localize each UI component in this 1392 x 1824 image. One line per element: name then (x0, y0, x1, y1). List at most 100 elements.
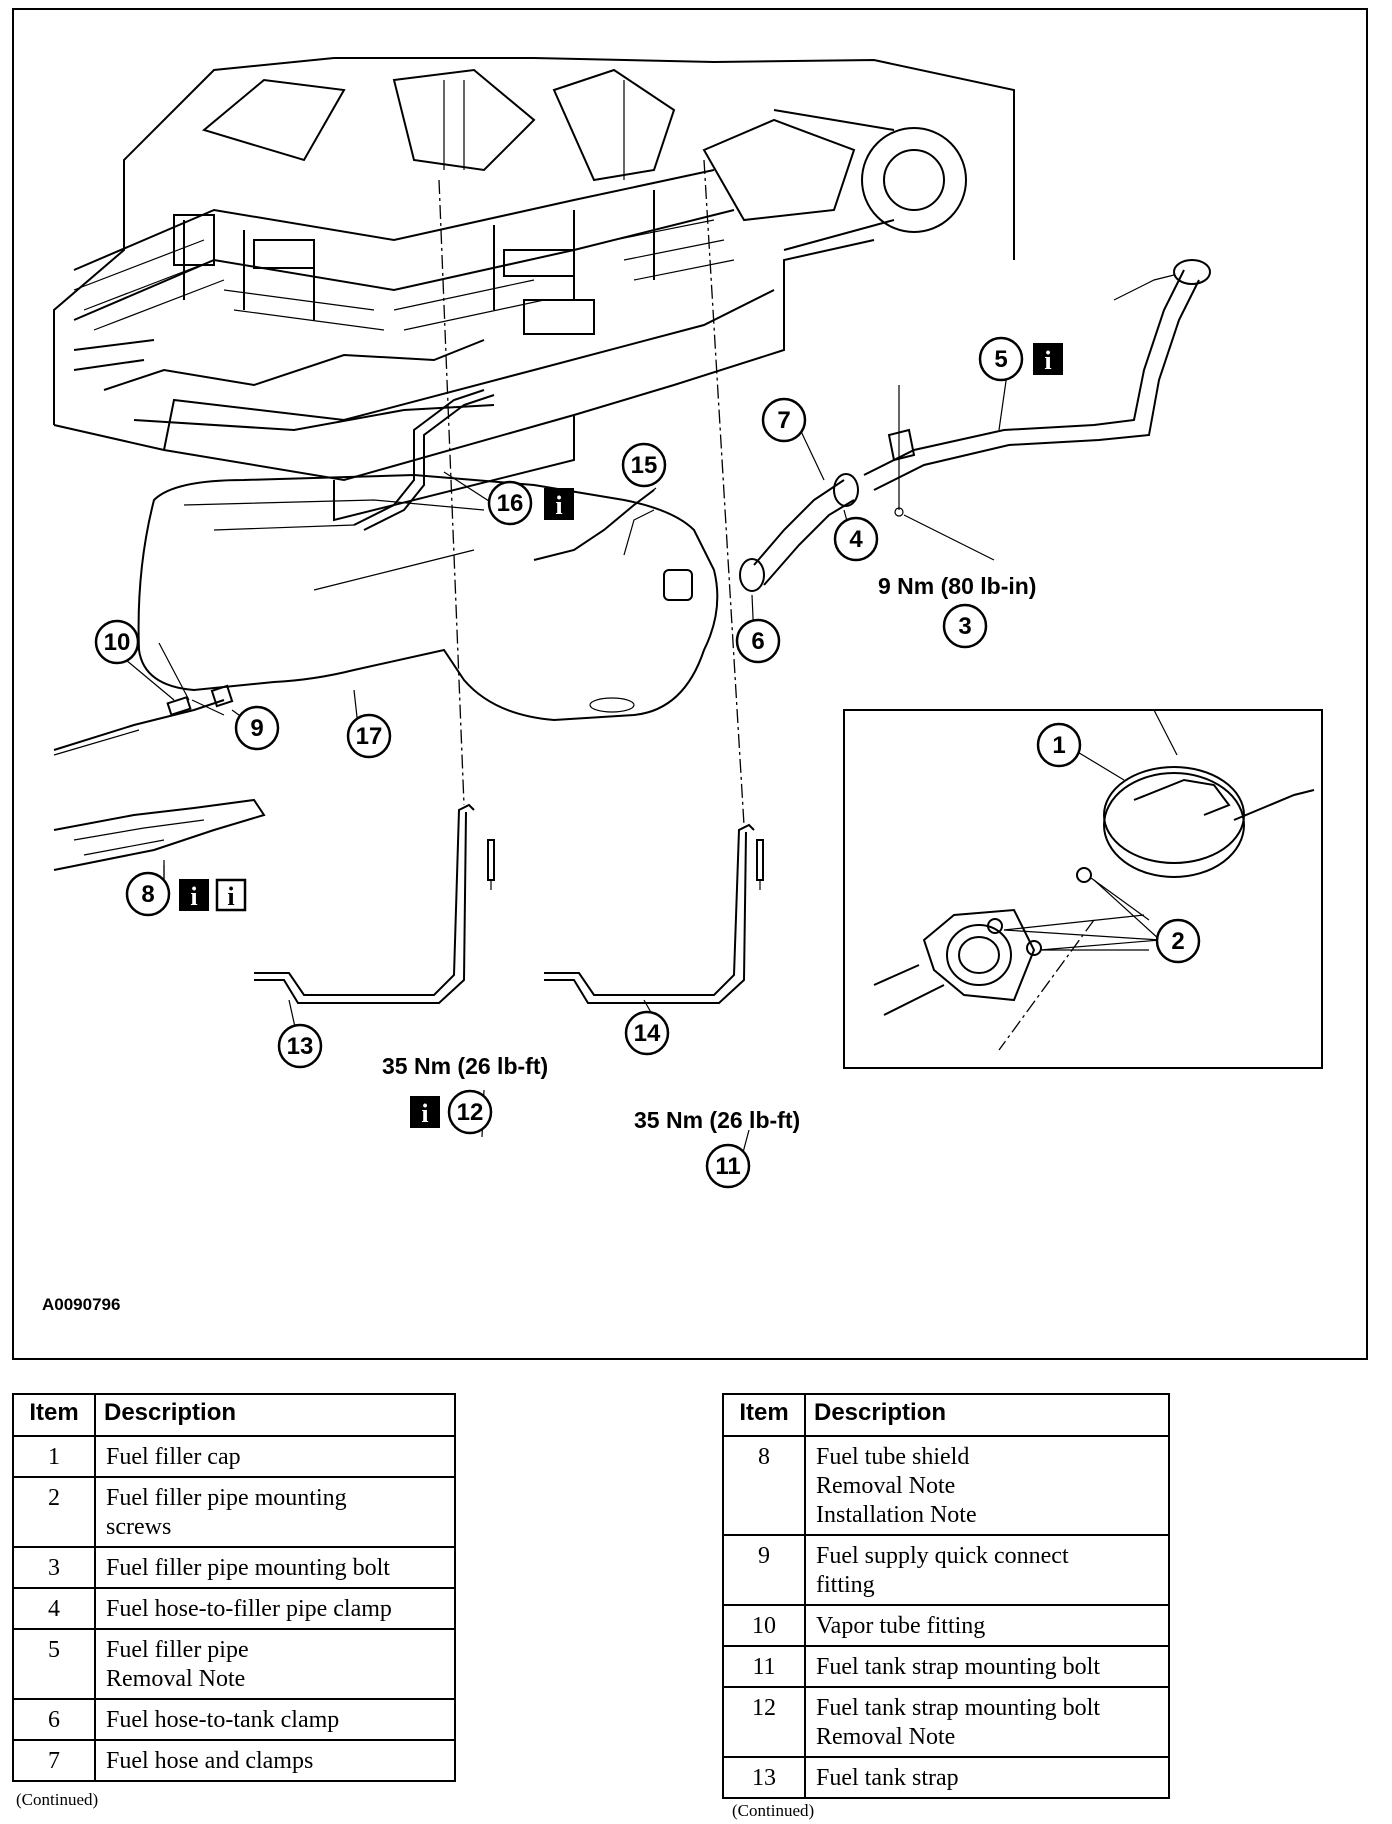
svg-text:9: 9 (250, 715, 263, 742)
item-number: 4 (12, 1587, 96, 1630)
svg-text:i: i (1044, 346, 1051, 375)
description-line: Removal Note (816, 1724, 956, 1750)
callout-16: 16 (487, 480, 533, 526)
info-icon: i (410, 1096, 440, 1128)
table-row: 10 Vapor tube fitting (722, 1604, 1170, 1647)
description-line: Fuel hose and clamps (106, 1748, 314, 1774)
description-line: Fuel tube shield (816, 1444, 970, 1470)
exploded-diagram: 1 2 3 4 5 6 7 8 9 10 11 12 13 14 15 16 1… (12, 8, 1368, 1360)
description-line: fitting (816, 1572, 875, 1598)
svg-text:17: 17 (356, 723, 383, 750)
column-header-description: Description (804, 1393, 1170, 1437)
svg-text:11: 11 (715, 1153, 740, 1180)
svg-text:15: 15 (631, 452, 658, 479)
torque-label-11: 35 Nm (26 lb-ft) (634, 1107, 800, 1133)
callout-7: 7 (761, 397, 807, 443)
item-number: 6 (12, 1698, 96, 1741)
svg-text:i: i (555, 491, 562, 520)
svg-text:3: 3 (958, 613, 971, 640)
description-line: Fuel tank strap mounting bolt (816, 1654, 1100, 1680)
column-header-description: Description (94, 1393, 456, 1437)
callout-12: 12 (447, 1089, 493, 1135)
callout-2: 2 (1155, 918, 1201, 964)
item-description: Fuel filler pipe mounting bolt (94, 1546, 456, 1589)
table-row: 6 Fuel hose-to-tank clamp (12, 1698, 456, 1741)
svg-text:6: 6 (751, 628, 764, 655)
info-icon: i (1033, 343, 1063, 375)
fuel-tank-strap-13-drawing (254, 803, 475, 996)
item-number: 1 (12, 1435, 96, 1478)
item-description: Fuel hose and clamps (94, 1739, 456, 1782)
description-line: Removal Note (816, 1473, 956, 1499)
continued-note: (Continued) (732, 1801, 815, 1820)
item-number: 12 (722, 1686, 806, 1758)
callout-15: 15 (621, 442, 667, 488)
item-number: 3 (12, 1546, 96, 1589)
item-number: 10 (722, 1604, 806, 1647)
description-line: Fuel supply quick connect (816, 1543, 1069, 1569)
callout-4: 4 (833, 516, 879, 562)
info-icon: i (179, 879, 209, 911)
description-line: Fuel tank strap mounting bolt (816, 1695, 1100, 1721)
item-number: 9 (722, 1534, 806, 1606)
info-outline-icon: i (215, 878, 247, 912)
callout-11: 11 (705, 1143, 751, 1189)
continued-note: (Continued) (16, 1790, 99, 1809)
inset-detail-box (843, 709, 1323, 1069)
fuel-tank-strap-14-drawing (544, 823, 755, 996)
description-line: Fuel hose-to-tank clamp (106, 1707, 340, 1733)
item-description: Fuel supply quick connect fitting (804, 1534, 1170, 1606)
callout-10: 10 (94, 619, 140, 665)
callout-8: 8 (125, 871, 171, 917)
item-description: Fuel hose-to-tank clamp (94, 1698, 456, 1741)
underbody-detail-lines (73, 80, 735, 331)
svg-text:8: 8 (141, 881, 154, 908)
description-line: Fuel hose-to-filler pipe clamp (106, 1596, 392, 1622)
description-line: Fuel tank strap (816, 1765, 959, 1791)
fuel-filler-pipe-drawing (863, 269, 1185, 476)
table-row: 1 Fuel filler cap (12, 1435, 456, 1478)
description-line: Fuel filler pipe mounting bolt (106, 1555, 390, 1581)
description-line: Vapor tube fitting (816, 1613, 986, 1639)
description-line: Removal Note (106, 1666, 246, 1692)
callout-17: 17 (346, 713, 392, 759)
item-description: Fuel filler cap (94, 1435, 456, 1478)
alignment-lines (438, 159, 1095, 1051)
item-description: Fuel tank strap (804, 1756, 1170, 1799)
svg-text:4: 4 (849, 526, 863, 553)
fuel-hose-drawing (753, 479, 845, 566)
legend-header-row: Item Description (12, 1393, 456, 1437)
item-number: 2 (12, 1476, 96, 1548)
table-row: 3 Fuel filler pipe mounting bolt (12, 1546, 456, 1589)
torque-label-3: 9 Nm (80 lb-in) (878, 573, 1036, 599)
svg-text:16: 16 (497, 490, 524, 517)
svg-text:2: 2 (1171, 928, 1184, 955)
svg-text:14: 14 (634, 1020, 661, 1047)
table-row: 7 Fuel hose and clamps (12, 1739, 456, 1782)
legend-header-row: Item Description (722, 1393, 1170, 1437)
figure-id: A0090796 (42, 1295, 120, 1314)
callout-13: 13 (277, 1023, 323, 1069)
item-number: 7 (12, 1739, 96, 1782)
svg-text:i: i (190, 882, 197, 911)
svg-text:1: 1 (1052, 732, 1065, 759)
description-line: Fuel filler cap (106, 1444, 241, 1470)
vehicle-underbody-drawing (53, 57, 1015, 522)
item-description: Vapor tube fitting (804, 1604, 1170, 1647)
callout-14: 14 (624, 1010, 670, 1056)
svg-text:i: i (421, 1099, 428, 1128)
callout-3: 3 (942, 603, 988, 649)
item-number: 8 (722, 1435, 806, 1536)
column-header-item: Item (12, 1393, 96, 1437)
description-line: Installation Note (816, 1502, 977, 1528)
svg-text:5: 5 (994, 346, 1007, 373)
